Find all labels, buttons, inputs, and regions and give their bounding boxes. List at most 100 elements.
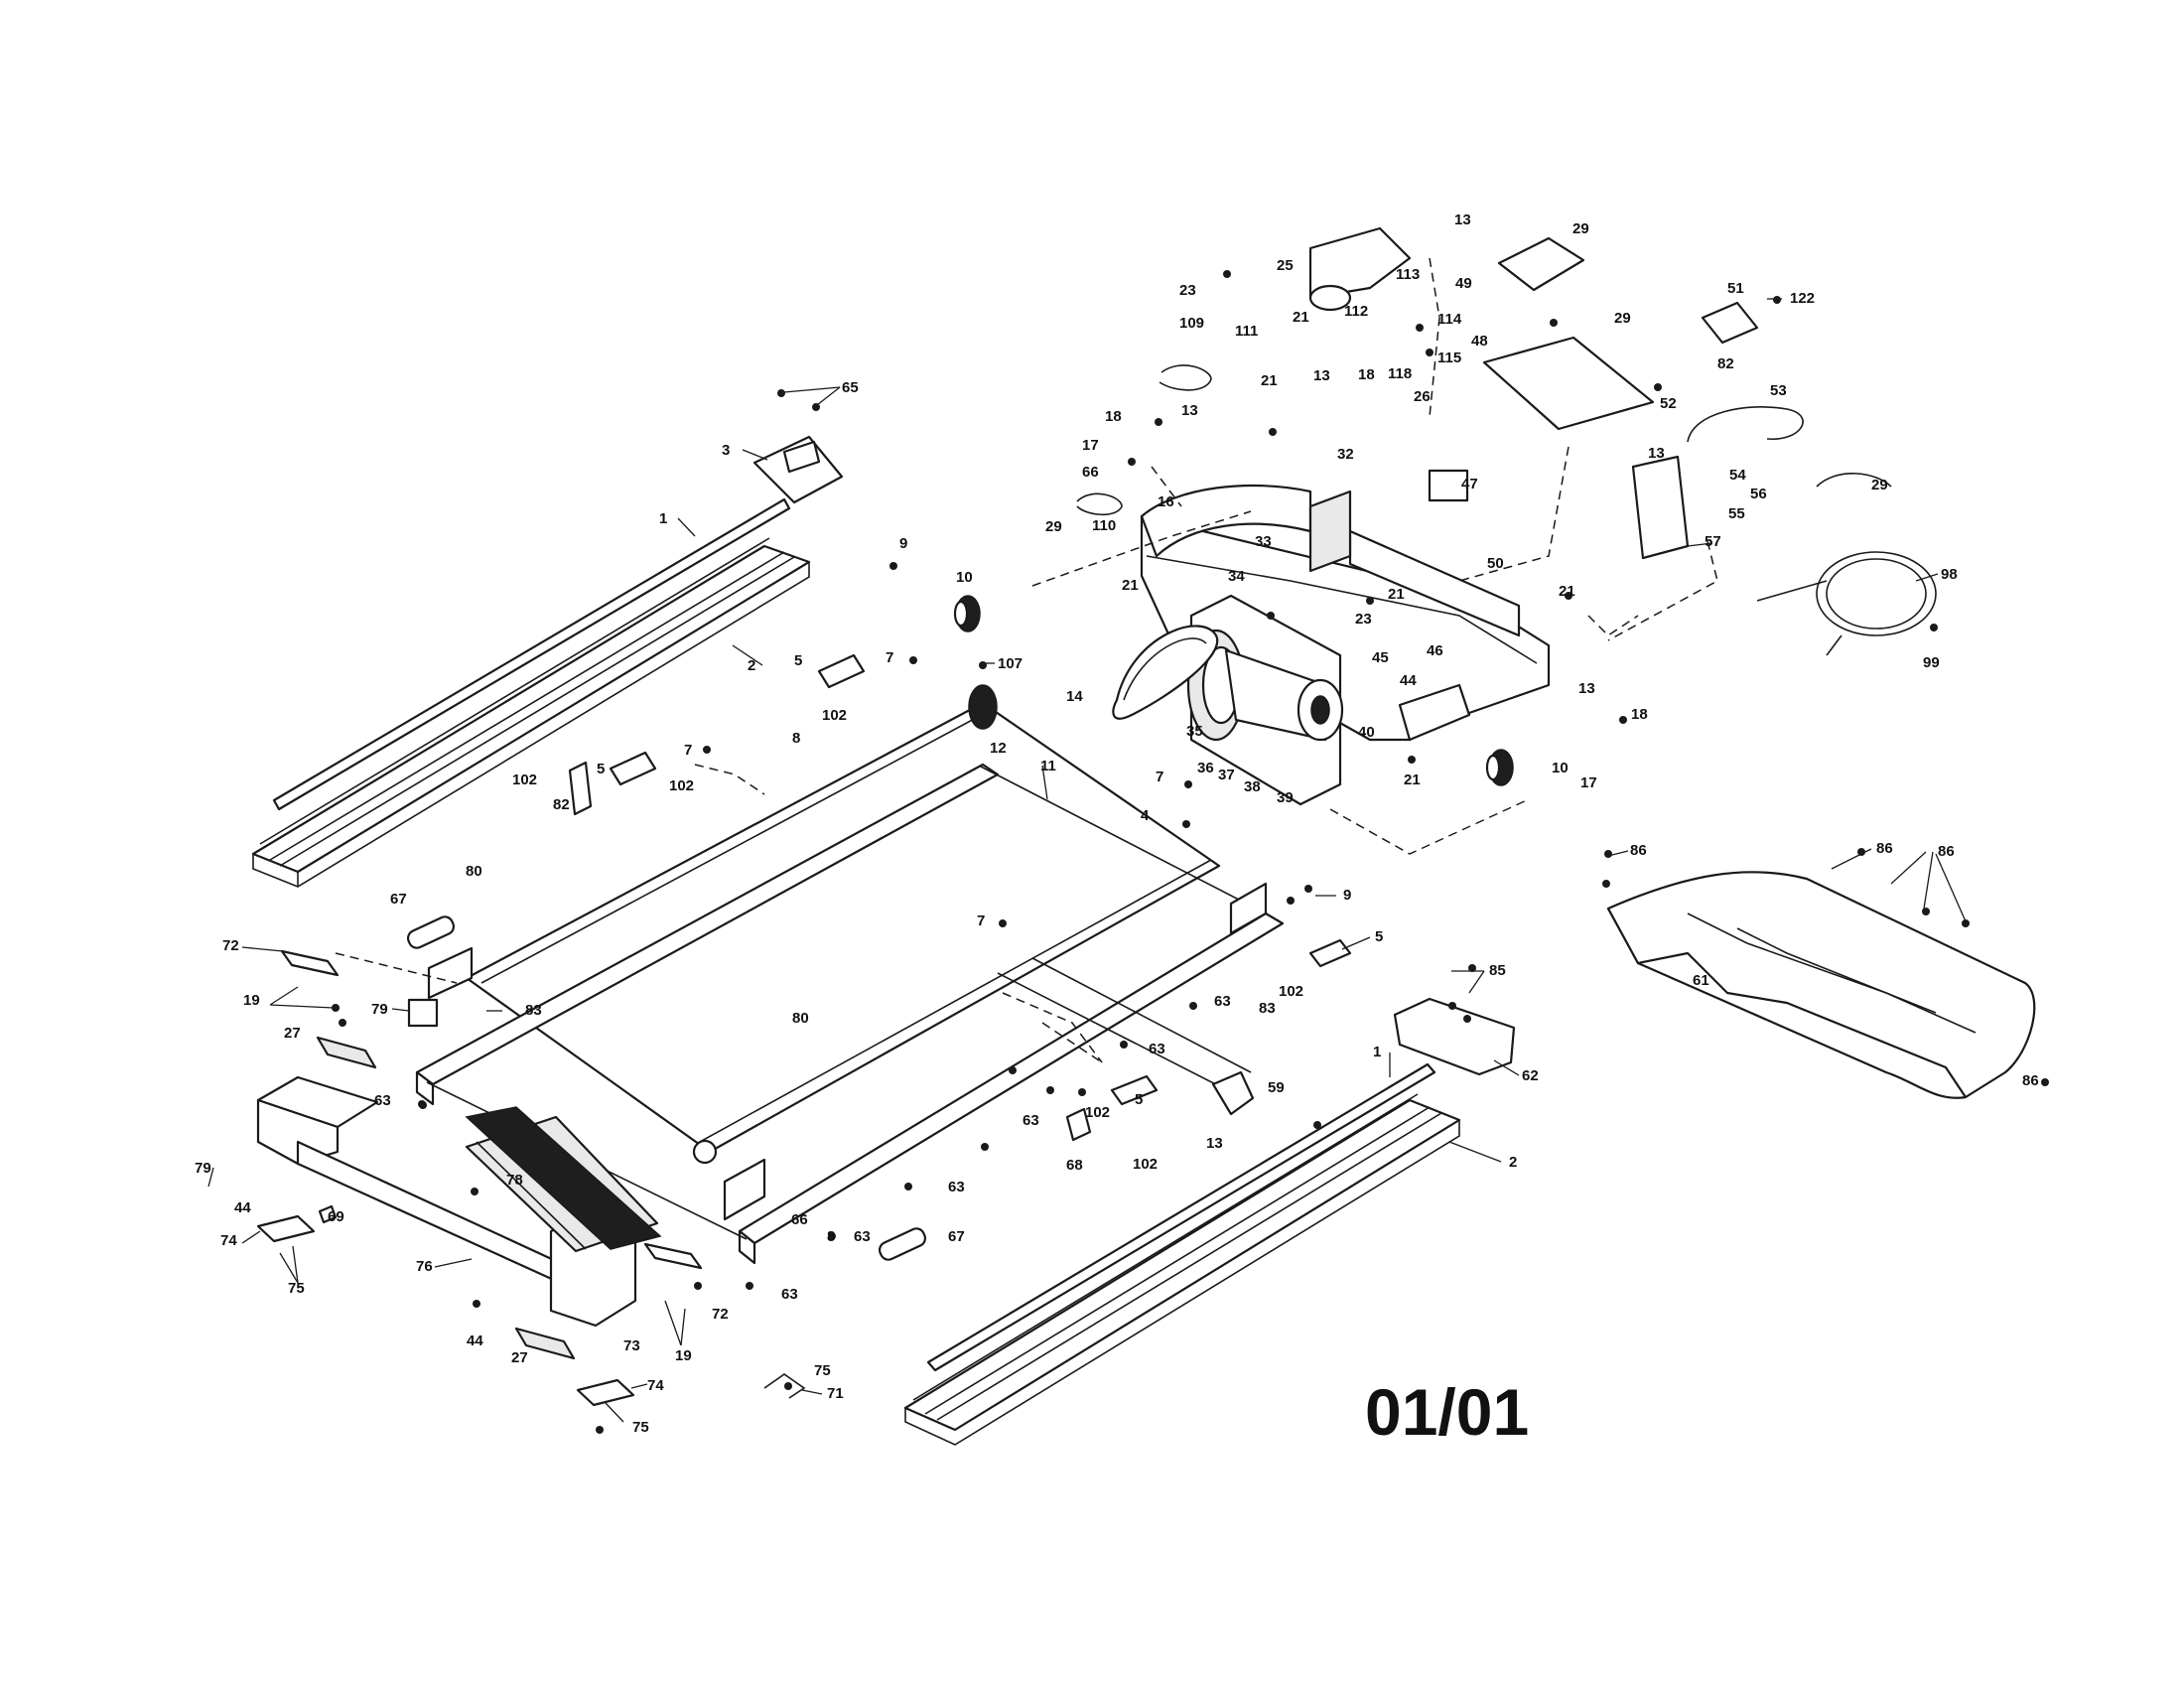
callout-107: 107 [998, 655, 1023, 672]
callout-46: 46 [1427, 642, 1443, 659]
callout-102: 102 [669, 777, 694, 794]
callout-7: 7 [684, 742, 692, 759]
callout-9: 9 [899, 535, 907, 552]
callout-80: 80 [792, 1010, 809, 1027]
callout-56: 56 [1750, 486, 1767, 502]
callout-62: 62 [1522, 1067, 1539, 1084]
callout-67: 67 [390, 891, 407, 908]
callout-44: 44 [1400, 672, 1417, 689]
callout-86: 86 [2022, 1072, 2039, 1089]
callout-102: 102 [1133, 1156, 1158, 1173]
callout-52: 52 [1660, 395, 1677, 412]
callout-83: 83 [1259, 1000, 1276, 1017]
callout-59: 59 [1268, 1079, 1285, 1096]
callout-102: 102 [822, 707, 847, 724]
callout-18: 18 [1105, 408, 1122, 425]
leader-lines [207, 298, 1967, 1423]
callout-13: 13 [1578, 680, 1595, 697]
callout-75: 75 [814, 1362, 831, 1379]
callout-68: 68 [1066, 1157, 1083, 1174]
callout-12: 12 [990, 740, 1007, 757]
callout-102: 102 [1279, 983, 1303, 1000]
callout-71: 71 [827, 1385, 844, 1402]
callout-2: 2 [1509, 1154, 1517, 1171]
callout-29: 29 [1614, 310, 1631, 327]
callout-11: 11 [1040, 758, 1056, 774]
callout-14: 14 [1066, 688, 1083, 705]
callout-86: 86 [1938, 843, 1955, 860]
callout-17: 17 [1082, 437, 1099, 454]
callout-35: 35 [1186, 723, 1203, 740]
callout-122: 122 [1790, 290, 1815, 307]
callout-76: 76 [416, 1258, 433, 1275]
callout-63: 63 [374, 1092, 391, 1109]
callout-8: 8 [792, 730, 800, 747]
callout-79: 79 [195, 1160, 211, 1177]
callout-5: 5 [1135, 1091, 1143, 1108]
callout-13: 13 [1648, 445, 1665, 462]
callout-98: 98 [1941, 566, 1958, 583]
callout-18: 18 [1358, 366, 1375, 383]
callout-21: 21 [1404, 772, 1421, 788]
callout-1: 1 [1373, 1044, 1381, 1060]
callout-17: 17 [1580, 774, 1597, 791]
callout-63: 63 [781, 1286, 798, 1303]
callout-48: 48 [1471, 333, 1488, 350]
callout-13: 13 [1313, 367, 1330, 384]
callout-82: 82 [553, 796, 570, 813]
callout-86: 86 [1630, 842, 1647, 859]
assembly-lines [335, 257, 1718, 1063]
callout-21: 21 [1122, 577, 1139, 594]
callout-86: 86 [1876, 840, 1893, 857]
callout-65: 65 [842, 379, 859, 396]
callout-23: 23 [1179, 282, 1196, 299]
callout-74: 74 [647, 1377, 664, 1394]
callout-5: 5 [597, 761, 605, 777]
callout-32: 32 [1337, 446, 1354, 463]
callout-51: 51 [1727, 280, 1744, 297]
callout-10: 10 [1552, 760, 1569, 776]
callout-63: 63 [1214, 993, 1231, 1010]
drive-belt [1112, 625, 1219, 720]
callout-78: 78 [506, 1172, 523, 1189]
callout-8: 8 [827, 1228, 835, 1245]
callout-37: 37 [1218, 767, 1235, 783]
callout-50: 50 [1487, 555, 1504, 572]
callout-66: 66 [1082, 464, 1099, 481]
callout-102: 102 [512, 772, 537, 788]
callout-63: 63 [948, 1179, 965, 1195]
callout-7: 7 [1156, 769, 1163, 785]
callout-72: 72 [712, 1306, 729, 1323]
callout-110: 110 [1092, 517, 1116, 534]
callout-85: 85 [1489, 962, 1506, 979]
motor-hood [1606, 871, 2036, 1099]
motor-controller-plate [1308, 226, 1759, 560]
callout-40: 40 [1358, 724, 1375, 741]
callout-7: 7 [886, 649, 893, 666]
callout-19: 19 [675, 1347, 692, 1364]
callout-29: 29 [1045, 518, 1062, 535]
callout-79: 79 [371, 1001, 388, 1018]
callout-63: 63 [1023, 1112, 1039, 1129]
callout-57: 57 [1705, 533, 1721, 550]
callout-55: 55 [1728, 505, 1745, 522]
callout-1: 1 [659, 510, 667, 527]
callout-114: 114 [1437, 311, 1462, 328]
callout-39: 39 [1277, 789, 1294, 806]
callout-44: 44 [467, 1333, 483, 1349]
callout-13: 13 [1206, 1135, 1223, 1152]
callout-10: 10 [956, 569, 973, 586]
callout-80: 80 [466, 863, 482, 880]
callout-23: 23 [1355, 611, 1372, 628]
callout-99: 99 [1923, 654, 1940, 671]
callout-9: 9 [1343, 887, 1351, 904]
callout-113: 113 [1396, 266, 1420, 283]
motor-hood-frame [1140, 484, 1551, 742]
drive-motor [1186, 594, 1344, 806]
callout-61: 61 [1693, 972, 1709, 989]
callout-75: 75 [288, 1280, 305, 1297]
callout-3: 3 [722, 442, 730, 459]
callout-44: 44 [234, 1199, 251, 1216]
callout-4: 4 [1141, 807, 1150, 824]
callout-38: 38 [1244, 778, 1261, 795]
